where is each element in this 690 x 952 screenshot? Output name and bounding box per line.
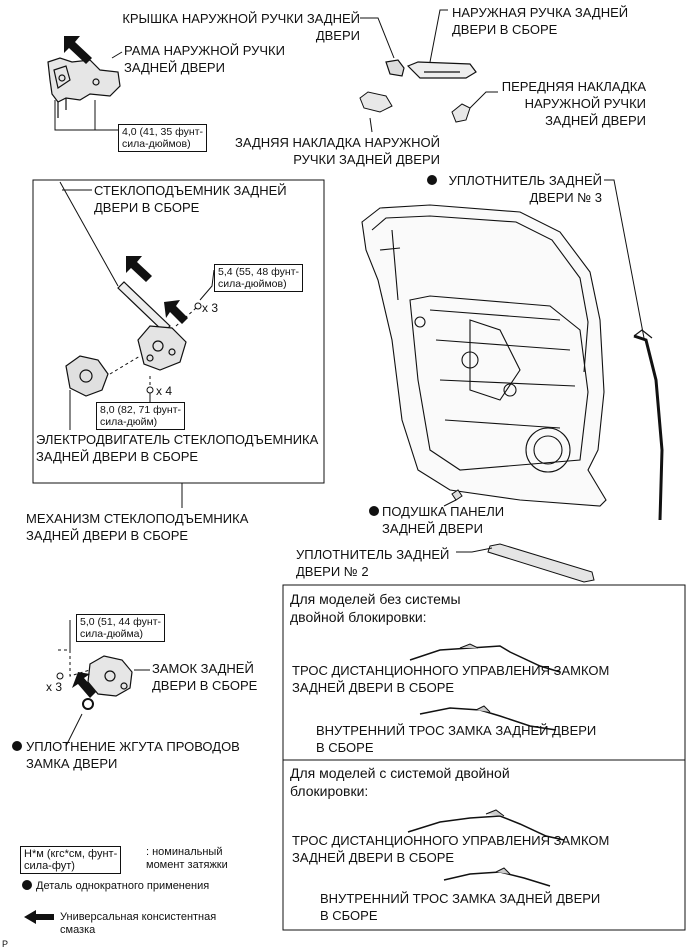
handle-cover-part	[385, 59, 405, 77]
harness-seal-part	[82, 698, 94, 710]
single-use-icon	[22, 880, 32, 890]
single-use-icon	[369, 506, 379, 516]
bolt-icon	[146, 386, 154, 394]
legend-torque-unit: Н*м (кгс*см, фунт-сила-фут)	[20, 846, 122, 874]
count-regulator: x 3	[202, 301, 219, 315]
legend-single-use: Деталь однократного применения	[22, 880, 209, 893]
front-pad-part	[451, 103, 471, 123]
torque-motor: 8,0 (82, 71 фунт-сила-дюйм)	[96, 402, 185, 430]
grease-arrow-icon	[64, 36, 92, 64]
panel-cushion-part	[451, 489, 463, 501]
regulator-motor-part	[65, 355, 109, 397]
grease-arrow-icon	[24, 910, 54, 924]
torque-frame: 4,0 (41, 35 фунт-сила-дюймов)	[118, 124, 207, 152]
figure-code: P	[2, 939, 9, 949]
grease-arrow-icon	[126, 256, 152, 282]
grease-arrow-icon	[72, 672, 96, 698]
count-lock: x 3	[46, 680, 63, 694]
weatherstrip-2-part	[487, 543, 595, 583]
rear-door-part	[361, 204, 607, 507]
grease-arrow-icon	[164, 300, 188, 324]
mechanism-frame	[32, 179, 325, 484]
door-lock-part	[87, 655, 133, 697]
single-use-icon	[427, 175, 437, 185]
bolt-icon	[56, 672, 64, 680]
torque-regulator: 5,4 (55, 48 фунт-сила-дюймов)	[214, 264, 303, 292]
outer-handle-frame-part	[47, 57, 121, 118]
single-use-icon	[12, 741, 22, 751]
torque-lock: 5,0 (51, 44 фунт-сила-дюйма)	[76, 614, 165, 642]
count-motor: x 4	[156, 384, 173, 398]
outer-handle-part	[406, 61, 477, 79]
bolt-icon	[194, 302, 202, 310]
weatherstrip-3-part	[633, 334, 664, 521]
rear-pad-part	[359, 91, 393, 113]
panel-double-lock-box	[282, 759, 686, 931]
frame-torque-leader	[54, 100, 120, 131]
window-regulator-part	[117, 281, 187, 371]
